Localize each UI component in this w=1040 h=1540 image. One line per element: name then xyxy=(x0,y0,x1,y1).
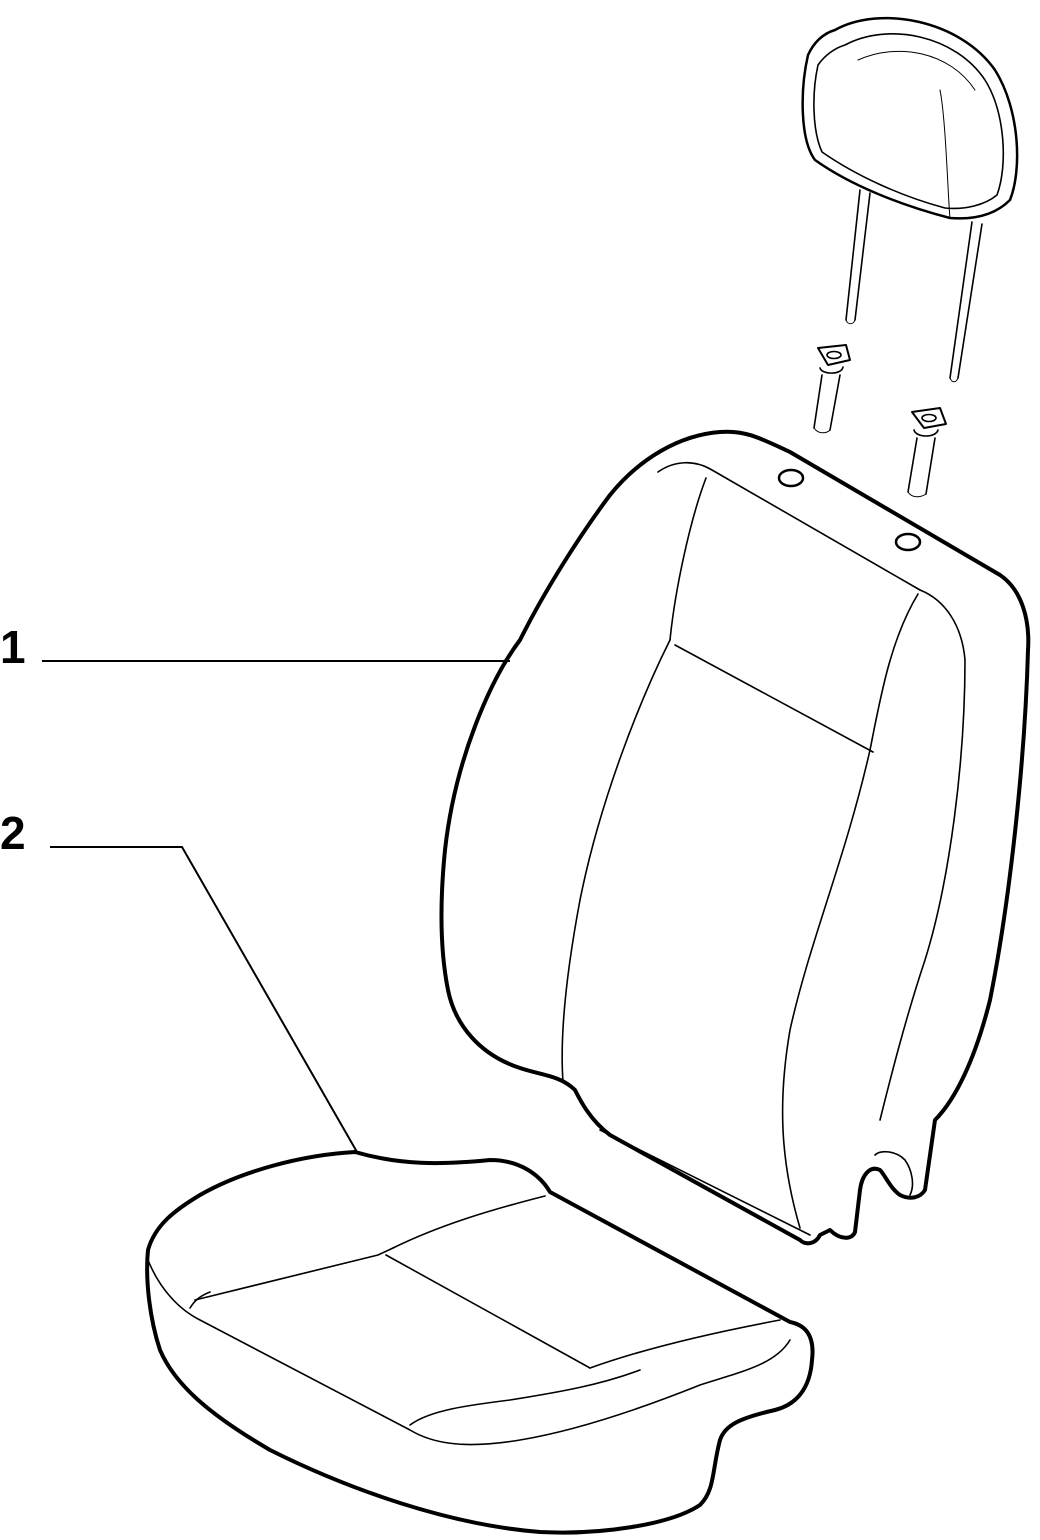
callout-label-1: 1 xyxy=(0,621,26,673)
headrest-guide-right xyxy=(907,407,947,498)
callout-label-2: 2 xyxy=(0,807,26,859)
callout-1: 1 xyxy=(0,621,510,673)
leader-line-2 xyxy=(50,846,358,1153)
headrest-guide-left xyxy=(813,344,851,434)
backrest-cover xyxy=(439,429,1031,1246)
headrest xyxy=(801,17,1019,383)
seat-cushion-cover xyxy=(145,1150,815,1535)
callout-2: 2 xyxy=(0,807,358,1153)
